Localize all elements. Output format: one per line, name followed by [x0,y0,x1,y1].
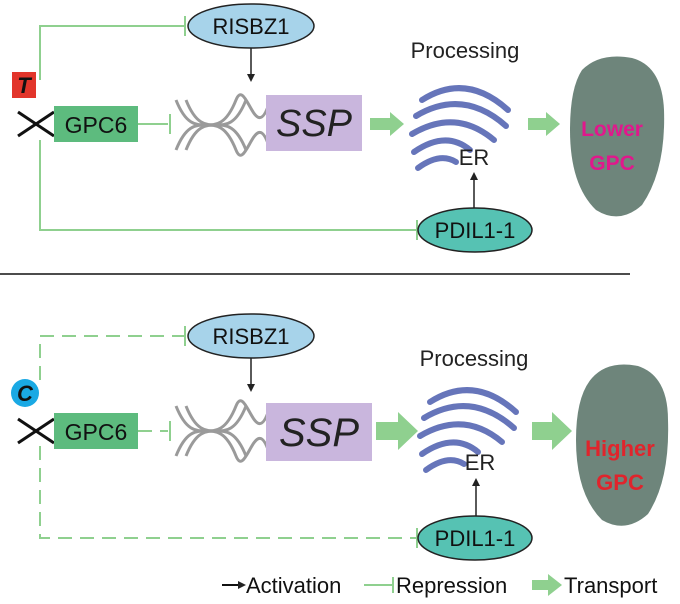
bottom-line-to-risbz1 [39,335,184,380]
bottom-gpc6-box [54,413,138,449]
top-allele-label: T [17,73,32,98]
top-pdi-label: PDIL1-1 [435,218,516,243]
bottom-transport-arrow-1 [376,412,418,450]
bottom-processing-label: Processing [420,346,529,371]
top-rice-grain-image [570,56,665,217]
bottom-tbars [169,326,418,548]
bottom-pdi-ellipse [417,515,533,561]
bottom-outcome-line1: Higher [585,436,655,461]
bottom-ssp-box [266,403,372,461]
bottom-er-icon [417,387,519,473]
top-outcome-line1: Lower [581,118,643,141]
bottom-transport-arrow-2 [532,412,572,450]
top-ssp-label: SSP [276,103,353,145]
legend-activation-label: Activation [246,573,341,598]
top-line-to-pdi [39,140,416,231]
bottom-allele-badge [11,379,39,407]
top-dna-helix-icon [174,93,272,157]
top-allele-badge [12,72,36,98]
legend-transport-label: Transport [564,573,657,598]
bottom-repression-lines [39,335,416,539]
bottom-rice-grain-image [576,364,669,526]
bottom-panel: C GPC6 RISBZ1 SSP Processing ER [11,313,669,561]
bottom-er-label: ER [465,450,496,475]
bottom-allele-label: C [17,381,34,406]
top-line-to-risbz1 [39,25,184,80]
top-pdi-ellipse [417,207,533,253]
bottom-dna-small-icon [17,417,55,445]
top-transport-arrow-1 [370,112,404,136]
legend: Activation Repression Transport [222,573,657,598]
top-panel: T GPC6 RISBZ1 SSP Processing [12,3,665,253]
top-gpc6-label: GPC6 [65,112,128,138]
legend-repression-label: Repression [396,573,507,598]
top-er-icon [409,85,511,171]
top-transport-arrow-2 [528,112,560,136]
legend-transport-arrow-icon [532,574,562,596]
bottom-pdi-label: PDIL1-1 [435,526,516,551]
bottom-dna-helix-icon [174,399,272,463]
top-ssp-box [266,95,362,151]
bottom-ssp-label: SSP [279,411,359,455]
bottom-line-to-pdi [39,446,416,539]
bottom-risbz1-label: RISBZ1 [212,324,289,349]
top-processing-label: Processing [411,38,520,63]
top-er-label: ER [459,145,490,170]
bottom-outcome-line2: GPC [596,470,644,495]
top-outcome-line2: GPC [589,152,635,175]
top-dna-small-icon [17,110,55,138]
top-repression-lines [39,16,418,240]
top-gpc6-box [54,106,138,142]
bottom-gpc6-label: GPC6 [65,419,128,445]
top-risbz1-label: RISBZ1 [212,14,289,39]
